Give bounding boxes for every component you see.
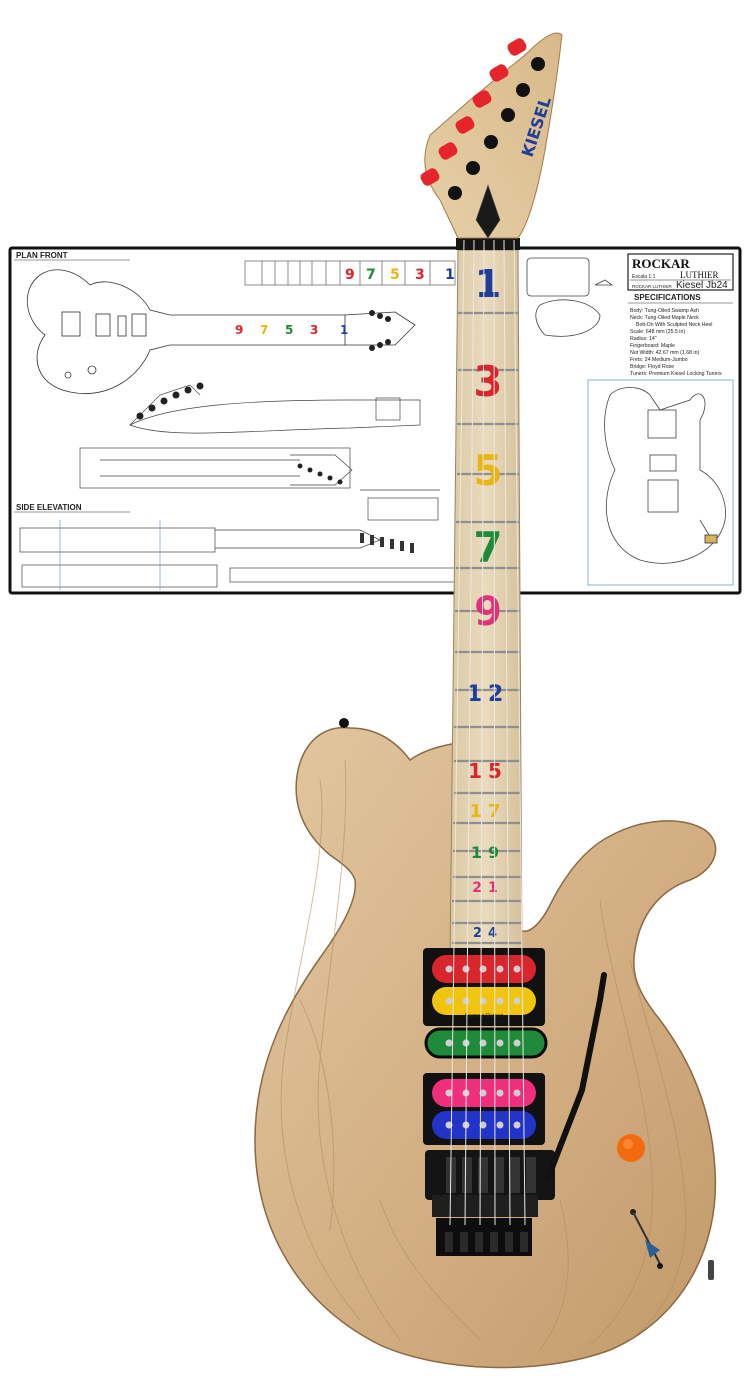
pole-pieces bbox=[445, 965, 521, 1129]
inlay-5: 5 bbox=[473, 446, 502, 495]
nut bbox=[456, 238, 520, 250]
blueprint-panel: PLAN FRONT SIDE ELEVATION 9 7 5 3 1 bbox=[8, 246, 742, 595]
spec-line: Bolt-On With Sculpted Neck Heel bbox=[636, 322, 712, 328]
inlay-1: 1 bbox=[475, 262, 501, 306]
whammy-bar[interactable] bbox=[545, 972, 607, 1181]
spec-line: Frets: 24 Medium-Jumbo bbox=[630, 357, 688, 363]
svg-text:5: 5 bbox=[285, 323, 293, 337]
cavity-covers bbox=[526, 257, 614, 337]
strings bbox=[449, 239, 526, 1226]
inlay-7: 7 bbox=[473, 523, 502, 572]
spec-line: Fingerboard: Maple bbox=[630, 343, 675, 349]
tuning-pegs[interactable] bbox=[419, 36, 545, 200]
small-brand: ROCKAR LUTHIER bbox=[632, 284, 673, 289]
inlay-24: 24 bbox=[473, 926, 503, 941]
spec-line: Bridge: Floyd Rose bbox=[630, 364, 674, 370]
inlay-9: 9 bbox=[474, 589, 502, 635]
tuner-post bbox=[484, 135, 498, 149]
tuner-button[interactable] bbox=[471, 88, 494, 109]
frets bbox=[452, 311, 522, 945]
fingerboard-strip bbox=[244, 260, 456, 286]
pickup-brand: Seymour Duncan bbox=[465, 1013, 504, 1019]
volume-knob[interactable] bbox=[617, 1134, 645, 1162]
spec-line: Scale: 648 mm (25.5 in) bbox=[630, 329, 685, 335]
spec-line: Body: Tung-Oiled Swamp Ash bbox=[630, 308, 699, 314]
model-name: Kiesel Jb24 bbox=[676, 280, 728, 291]
svg-text:1: 1 bbox=[445, 267, 455, 283]
spec-line: Radius: 14" bbox=[630, 336, 657, 342]
inlay-15: 15 bbox=[468, 759, 508, 783]
svg-text:7: 7 bbox=[260, 323, 268, 337]
tuner-button[interactable] bbox=[454, 114, 477, 135]
svg-text:1: 1 bbox=[340, 323, 348, 337]
plan-front-label: PLAN FRONT bbox=[16, 251, 68, 260]
spec-line: Nut Width: 42.67 mm (1.68 in) bbox=[630, 350, 699, 356]
svg-text:7: 7 bbox=[366, 267, 376, 283]
output-jack bbox=[708, 1260, 714, 1280]
svg-text:5: 5 bbox=[390, 267, 400, 283]
neck-tuners bbox=[136, 382, 343, 485]
pickup-selector-switch[interactable] bbox=[630, 1209, 663, 1269]
specifications: SPECIFICATIONS Body: Tung-Oiled Swamp As… bbox=[628, 293, 733, 377]
plan-front-inlay-strip: 9 7 5 3 1 bbox=[235, 323, 348, 337]
truss-rod-cover bbox=[475, 184, 501, 239]
tuner-post bbox=[531, 57, 545, 71]
tuner-post bbox=[516, 83, 530, 97]
svg-text:3: 3 bbox=[310, 323, 318, 337]
title-block: ROCKAR LUTHIER Escala 1:1 ROCKAR LUTHIER… bbox=[627, 253, 734, 291]
plan-front-tuners bbox=[369, 310, 391, 351]
spec-line: Tuners: Premium Kiesel Locking Tuners bbox=[630, 371, 722, 377]
wood-grain bbox=[280, 759, 687, 1351]
tuner-post bbox=[501, 108, 515, 122]
fingerboard-strip-numbers: 9 7 5 3 1 bbox=[345, 267, 455, 283]
svg-text:9: 9 bbox=[235, 323, 243, 337]
side-elevation-tuners bbox=[360, 533, 414, 553]
tuner-button[interactable] bbox=[437, 140, 460, 161]
side-elevation-label: SIDE ELEVATION bbox=[16, 503, 82, 512]
strap-button bbox=[339, 718, 349, 728]
tremolo-bridge bbox=[425, 1150, 555, 1256]
fret-inlays: 1 3 5 7 9 12 15 17 19 21 24 bbox=[467, 262, 510, 941]
inlay-17: 17 bbox=[469, 801, 506, 822]
svg-text:3: 3 bbox=[415, 267, 425, 283]
spec-line: Neck: Tung-Oiled Maple Neck bbox=[630, 315, 699, 321]
neck-drawing bbox=[79, 384, 421, 489]
inlay-19: 19 bbox=[471, 843, 505, 862]
tuner-button[interactable] bbox=[419, 166, 442, 187]
inlay-21: 21 bbox=[472, 880, 503, 896]
brand-bottom: LUTHIER bbox=[680, 270, 719, 280]
body-detail-drawing bbox=[587, 379, 734, 586]
brand-top: ROCKAR bbox=[632, 256, 690, 271]
tuner-button[interactable] bbox=[506, 36, 529, 57]
tuner-post bbox=[448, 186, 462, 200]
guitar: 1 3 5 7 9 12 15 17 19 21 24 KIESEL bbox=[254, 32, 717, 1369]
inlay-12: 12 bbox=[467, 682, 510, 707]
svg-text:9: 9 bbox=[345, 267, 355, 283]
specs-title: SPECIFICATIONS bbox=[634, 293, 701, 302]
tuner-button[interactable] bbox=[488, 62, 511, 83]
inlay-3: 3 bbox=[473, 357, 502, 406]
scale-label: Escala 1:1 bbox=[632, 274, 656, 280]
tuner-post bbox=[466, 161, 480, 175]
